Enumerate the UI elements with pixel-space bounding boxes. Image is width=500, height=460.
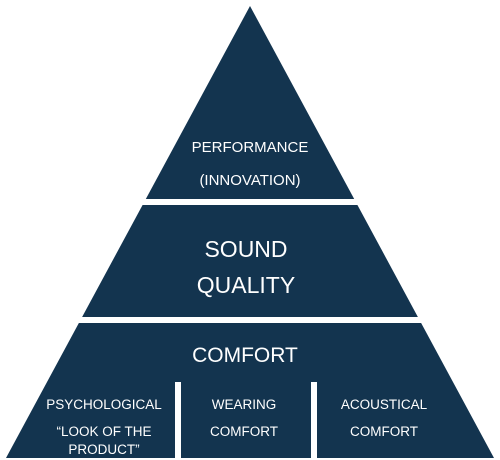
performance-label: PERFORMANCE [192,139,309,156]
innovation-label: (INNOVATION) [199,172,300,189]
separator-middle [0,317,500,323]
sound-label: SOUND [204,236,287,262]
wearing-comfort-label: COMFORT [210,424,278,439]
acoustical-comfort-label: COMFORT [350,424,418,439]
product-label: PRODUCT” [68,442,139,457]
pyramid-shape [6,6,494,458]
comfort-title: COMFORT [192,344,298,367]
wearing-label: WEARING [212,397,277,412]
separator-base-right [311,382,317,460]
psychological-label: PSYCHOLOGICAL [46,397,162,412]
quality-label: QUALITY [197,272,295,298]
separator-base-left [175,382,181,460]
acoustical-label: ACOUSTICAL [341,397,428,412]
look-of-the-label: “LOOK OF THE [56,424,151,439]
separator-top [0,199,500,205]
